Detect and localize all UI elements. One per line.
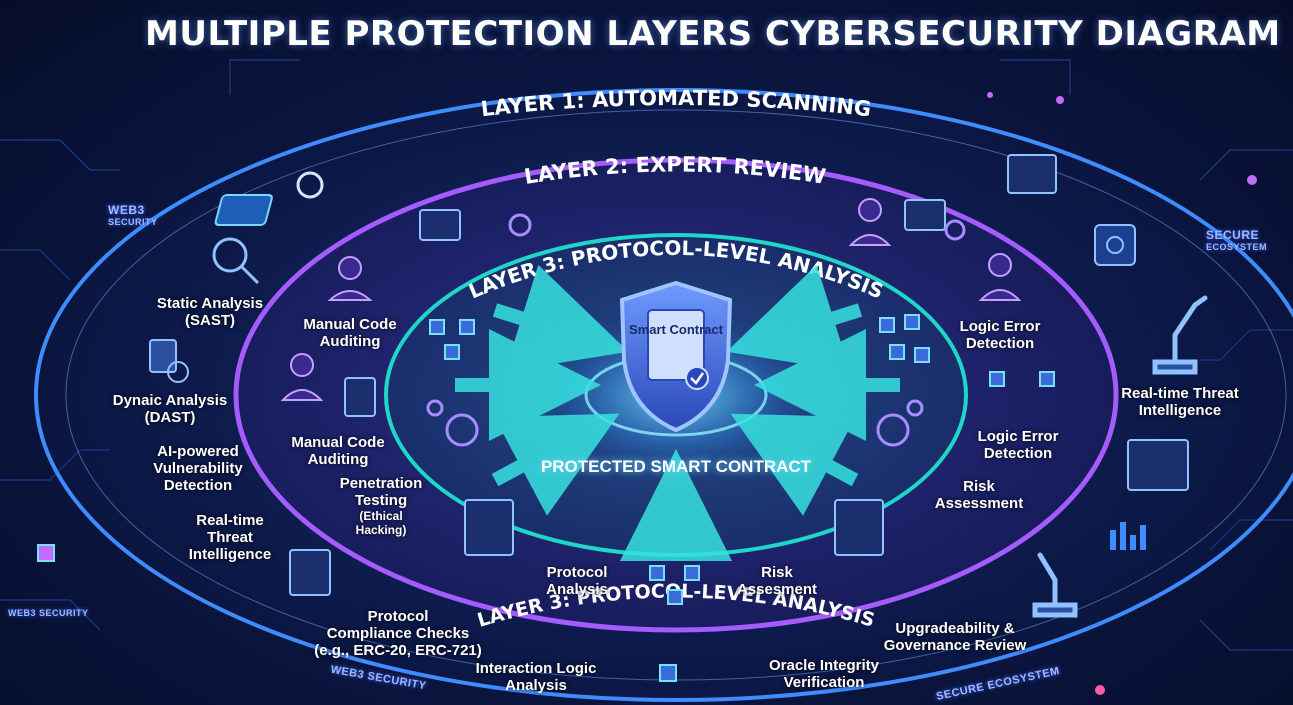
label-protocol-inner-line1: Protocol xyxy=(546,564,608,581)
label-oracle: Oracle Integrity Verification xyxy=(769,657,879,691)
scanner-icon xyxy=(214,171,324,226)
gear-icon xyxy=(426,213,966,447)
label-rtti-right-line2: Intelligence xyxy=(1138,402,1222,419)
label-rtti-right: Real-time Threat Intelligence xyxy=(1121,385,1239,419)
label-pc-line3: (e.g., ERC-20, ERC-721) xyxy=(314,642,482,659)
magnifier-icon xyxy=(212,237,260,285)
label-manual1-line1: Manual Code xyxy=(303,316,397,333)
label-logic2: Logic Error Detection xyxy=(978,428,1059,462)
corner-secure-line2: ECOSYSTEM xyxy=(1206,242,1268,252)
label-ai: AI-powered Vulnerability Detection xyxy=(153,443,242,494)
label-manual2-line2: Auditing xyxy=(307,451,369,468)
label-logic1-line2: Detection xyxy=(965,335,1035,352)
auditor-headset-icon xyxy=(280,198,1022,401)
label-logic1-line1: Logic Error xyxy=(959,318,1041,335)
label-manual1-line2: Auditing xyxy=(319,333,381,350)
label-dast-line1: Dynaic Analysis xyxy=(112,392,228,409)
label-protocol-compliance: Protocol Compliance Checks (e.g., ERC-20… xyxy=(314,608,482,659)
corner-secure-right: SECURE ECOSYSTEM xyxy=(1206,228,1267,252)
robot-arm-icon xyxy=(1032,295,1208,618)
label-upg-line1: Upgradeability & xyxy=(895,620,1015,637)
label-pentest-sub: (Ethical Hacking) xyxy=(356,509,407,537)
label-pentest-sub-line2: Hacking) xyxy=(355,523,407,537)
label-risk-inner-line1: Risk xyxy=(761,564,793,581)
label-risk-inner: Risk Assesment xyxy=(737,564,817,598)
label-oracle-line2: Verification xyxy=(783,674,865,691)
label-interaction-line2: Analysis xyxy=(505,677,567,694)
shield-icon xyxy=(619,280,733,433)
label-pentest: Penetration Testing xyxy=(340,475,423,509)
arrow-bottom-right xyxy=(730,413,859,516)
label-ai-line2: Vulnerability xyxy=(153,460,243,477)
center-title-line2: SMART CONTRACT xyxy=(650,457,812,476)
shield-line2: Contract xyxy=(669,322,723,337)
label-interaction: Interaction Logic Analysis xyxy=(476,660,597,694)
corner-web3-line1: WEB3 xyxy=(108,203,145,217)
label-dast: Dynaic Analysis (DAST) xyxy=(113,392,228,426)
label-pentest-sub-line1: (Ethical xyxy=(359,509,403,523)
label-protocol-inner: Protocol Analysis xyxy=(546,564,608,598)
label-rtti-right-line1: Real-time Threat xyxy=(1121,385,1239,402)
shield-line1: Smart xyxy=(629,322,666,337)
label-manual2: Manual Code Auditing xyxy=(291,434,384,468)
label-rtti-left: Real-time Threat Intelligence xyxy=(189,512,272,563)
label-risk-outer-line1: Risk xyxy=(963,478,995,495)
page-title: MULTIPLE PROTECTION LAYERS CYBERSECURITY… xyxy=(145,14,1281,54)
label-logic1: Logic Error Detection xyxy=(960,318,1041,352)
blockchain-cube-icon xyxy=(37,314,1055,682)
label-manual2-line1: Manual Code xyxy=(291,434,385,451)
corner-secure-line1: SECURE xyxy=(1206,228,1260,242)
label-pc-line2: Compliance Checks xyxy=(326,625,470,642)
arrows xyxy=(455,264,900,561)
label-rtti-left-line2: Threat xyxy=(207,529,253,546)
shield-label: Smart Contract xyxy=(629,322,723,338)
center-title-line1: PROTECTED xyxy=(540,457,646,476)
document-icon xyxy=(149,339,189,383)
label-sast-line2: (SAST) xyxy=(184,312,235,329)
label-interaction-line1: Interaction Logic xyxy=(475,660,597,677)
corner-web3-bottom-left: WEB3 SECURITY xyxy=(8,608,89,618)
corner-web3-line2: SECURITY xyxy=(108,217,158,227)
label-sast: Static Analysis (SAST) xyxy=(157,295,263,329)
label-manual1: Manual Code Auditing xyxy=(303,316,396,350)
label-dast-line2: (DAST) xyxy=(144,409,196,426)
label-sast-line1: Static Analysis xyxy=(156,295,264,312)
label-ai-line3: Detection xyxy=(163,477,233,494)
label-risk-outer-line2: Assessment xyxy=(934,495,1024,512)
label-risk-inner-line2: Assesment xyxy=(736,581,818,598)
label-rtti-left-line1: Real-time xyxy=(196,512,264,529)
label-protocol-inner-line2: Analysis xyxy=(546,581,608,598)
label-logic2-line1: Logic Error xyxy=(977,428,1059,445)
center-title: PROTECTED SMART CONTRACT xyxy=(541,457,811,477)
label-pc-line1: Protocol xyxy=(367,608,429,625)
laptop-code-icon xyxy=(289,154,1189,596)
label-upg-line2: Governance Review xyxy=(883,637,1027,654)
lock-chip-icon xyxy=(1094,224,1136,266)
label-oracle-line1: Oracle Integrity xyxy=(768,657,880,674)
arrow-bottom-left xyxy=(491,413,620,516)
bar-chart-icon xyxy=(1110,522,1146,550)
label-rtti-left-line3: Intelligence xyxy=(188,546,272,563)
label-pentest-line2: Testing xyxy=(354,492,408,509)
label-upgradeability: Upgradeability & Governance Review xyxy=(884,620,1027,654)
label-logic2-line2: Detection xyxy=(983,445,1053,462)
label-risk-outer: Risk Assessment xyxy=(935,478,1023,512)
corner-web3-top-left: WEB3 SECURITY xyxy=(108,203,158,227)
label-ai-line1: AI-powered xyxy=(157,443,239,460)
label-pentest-line1: Penetration xyxy=(339,475,423,492)
